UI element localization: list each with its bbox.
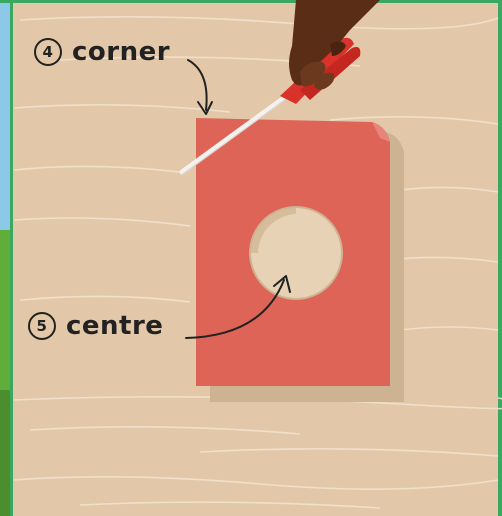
step-5-badge: 5 xyxy=(28,312,56,340)
right-frame xyxy=(498,0,502,516)
corner-label-text: corner xyxy=(72,37,170,67)
paper-hole xyxy=(249,206,343,300)
centre-label: 5 centre xyxy=(28,311,163,341)
left-frame xyxy=(0,0,13,516)
centre-label-text: centre xyxy=(66,311,163,341)
corner-label: 4 corner xyxy=(34,37,170,67)
corner-arrow xyxy=(188,60,212,114)
step-4-badge: 4 xyxy=(34,38,62,66)
top-frame xyxy=(0,0,502,3)
